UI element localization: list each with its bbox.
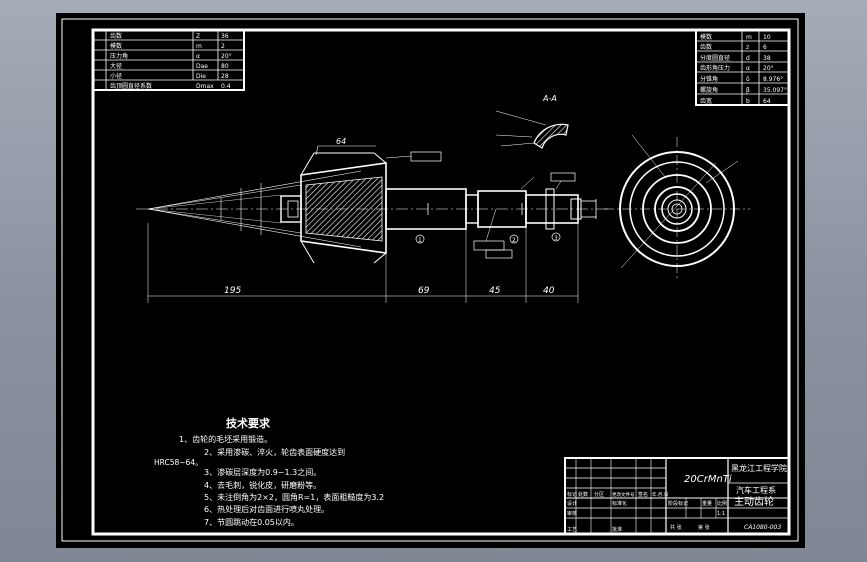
tech-req-item-6: 6、热处理后对齿面进行喷丸处理。 bbox=[204, 504, 329, 514]
balloon-3: 3 bbox=[551, 232, 561, 242]
dim-shaft-seg-2: 45 bbox=[489, 286, 501, 296]
shaft-section-3 bbox=[525, 194, 579, 224]
title-drawing-no: CA1080-003 bbox=[744, 524, 781, 531]
tb-scale-value: 1:1 bbox=[717, 511, 725, 517]
gear-param-val-0: 10 bbox=[763, 34, 771, 41]
mesh-param-name-5: 齿顶圆直径系数 bbox=[110, 82, 152, 90]
gear-param-name-4: 分锥角 bbox=[700, 75, 718, 83]
balloon-2-label: 2 bbox=[512, 237, 516, 244]
tb-label-standardize: 标准化 bbox=[612, 500, 627, 507]
tech-req-item-1: 2、采用渗碳、淬火，轮齿表面硬度达到 bbox=[204, 447, 345, 457]
gear-param-val-3: 20° bbox=[763, 65, 774, 72]
mesh-param-name-1: 模数 bbox=[110, 42, 122, 50]
outer-frame bbox=[61, 18, 799, 542]
gear-param-val-4: 8.976° bbox=[763, 76, 783, 83]
gear-param-name-1: 齿数 bbox=[700, 43, 712, 51]
gear-param-val-2: 38 bbox=[763, 55, 771, 62]
tb-label-audit: 审核 bbox=[567, 510, 577, 517]
balloon-1-label: 1 bbox=[418, 237, 422, 244]
balloon-3-label: 3 bbox=[554, 235, 558, 242]
tech-req-item-5: 5、未注倒角为2×2，圆角R=1，表面粗糙度为3.2 bbox=[204, 492, 384, 502]
title-material: 20CrMnTi bbox=[684, 474, 732, 485]
tb-label-change-doc: 更改文件号 bbox=[612, 491, 635, 498]
drawing-sheet: 齿数 Z 36 模数 m 2 压力角 α 20° 大径 Dae 80 小径 Di… bbox=[56, 13, 805, 548]
mesh-param-sym-3: Dae bbox=[196, 63, 208, 70]
gear-param-name-2: 分度圆直径 bbox=[700, 54, 730, 62]
tech-req-item-7: 7、节圆跳动在0.05以内。 bbox=[204, 517, 299, 527]
title-college: 汽车工程系 bbox=[736, 485, 776, 495]
tb-label-sheet-no: 第 张 bbox=[698, 524, 710, 531]
tech-req-item-2: HRC58~64。 bbox=[154, 458, 203, 467]
tb-label-scale: 比例 bbox=[717, 500, 727, 507]
gear-param-val-6: 64 bbox=[763, 98, 771, 105]
tb-label-mark: 标记 bbox=[567, 491, 577, 498]
gear-param-name-5: 螺旋角 bbox=[700, 86, 718, 94]
gear-param-name-0: 模数 bbox=[700, 33, 712, 41]
mesh-param-val-5: 0.4 bbox=[221, 83, 231, 90]
section-label: A-A bbox=[542, 94, 557, 103]
gear-param-sym-2: d bbox=[746, 55, 750, 62]
tb-label-count: 处数 bbox=[578, 491, 588, 498]
gear-param-sym-5: β bbox=[746, 87, 750, 94]
mesh-params-table: 齿数 Z 36 模数 m 2 压力角 α 20° 大径 Dae 80 小径 Di… bbox=[92, 29, 245, 91]
tb-label-sheet-total: 共 张 bbox=[670, 524, 682, 531]
mesh-param-val-0: 36 bbox=[221, 33, 229, 40]
gear-hatched-section bbox=[305, 176, 383, 242]
gear-param-name-3: 齿形角压力 bbox=[700, 64, 730, 72]
gear-params-table: 模数 m 10 齿数 z 6 分度圆直径 d 38 齿形角压力 α 20° 分锥… bbox=[695, 29, 790, 106]
mesh-param-sym-4: Die bbox=[196, 73, 206, 80]
gear-param-name-6: 齿宽 bbox=[700, 97, 712, 105]
title-school: 黑龙江工程学院 bbox=[731, 463, 787, 473]
tb-label-design: 设计 bbox=[567, 500, 577, 507]
mesh-param-val-4: 28 bbox=[221, 73, 229, 80]
gear-param-sym-4: δ bbox=[746, 76, 750, 83]
gear-param-val-5: 35.097° bbox=[763, 87, 787, 94]
tb-label-stage-mark: 阶段标记 bbox=[668, 500, 688, 507]
title-part-name: 主动齿轮 bbox=[734, 495, 774, 508]
tech-req-item-4: 4、去毛刺，锐化皮，研磨粉等。 bbox=[204, 480, 321, 490]
mesh-param-sym-2: α bbox=[196, 53, 200, 60]
cad-drawing-canvas: 齿数 Z 36 模数 m 2 压力角 α 20° 大径 Dae 80 小径 Di… bbox=[61, 18, 799, 542]
gear-param-sym-6: b bbox=[746, 98, 750, 105]
gear-param-sym-3: α bbox=[746, 65, 750, 72]
tech-req-item-3: 3、渗碳层深度为0.9~1.3之间。 bbox=[204, 467, 321, 477]
tb-label-date: 年.月.日 bbox=[652, 491, 668, 498]
tech-requirements: 技术要求 1、齿轮的毛坯采用锻造。 2、采用渗碳、淬火，轮齿表面硬度达到 HRC… bbox=[154, 416, 384, 527]
tech-req-title: 技术要求 bbox=[226, 416, 271, 430]
balloon-2: 2 bbox=[509, 234, 519, 244]
mesh-param-val-1: 2 bbox=[221, 43, 225, 50]
mesh-param-name-2: 压力角 bbox=[110, 52, 128, 60]
gear-param-val-1: 6 bbox=[763, 44, 767, 51]
mesh-param-name-4: 小径 bbox=[110, 72, 122, 80]
dim-cone-width: 64 bbox=[336, 137, 346, 146]
gear-shaft-side-view bbox=[136, 145, 611, 303]
dim-shaft-seg-1: 69 bbox=[418, 286, 430, 296]
mesh-param-sym-1: m bbox=[196, 43, 202, 50]
balloon-1: 1 bbox=[415, 234, 425, 244]
mesh-param-val-2: 20° bbox=[221, 53, 232, 60]
gear-end-view bbox=[604, 134, 750, 281]
mesh-param-name-0: 齿数 bbox=[110, 32, 122, 40]
tb-label-weight: 重量 bbox=[702, 500, 712, 507]
tb-label-signature: 签名 bbox=[638, 491, 648, 498]
tech-req-item-0: 1、齿轮的毛坯采用锻造。 bbox=[179, 434, 272, 444]
gear-param-sym-0: m bbox=[746, 34, 752, 41]
dim-overall-cone: 195 bbox=[224, 286, 241, 296]
inner-frame bbox=[91, 28, 791, 536]
gear-param-sym-1: z bbox=[746, 44, 749, 51]
tb-label-zone: 分区 bbox=[594, 491, 604, 498]
dim-shaft-seg-3: 40 bbox=[543, 286, 555, 296]
tb-label-approve: 批准 bbox=[612, 526, 622, 533]
mesh-param-val-3: 80 bbox=[221, 63, 229, 70]
tb-label-process: 工艺 bbox=[567, 527, 577, 533]
section-a-a-view: A-A bbox=[495, 94, 569, 149]
mesh-param-name-3: 大径 bbox=[110, 62, 122, 70]
mesh-param-sym-5: Dmax bbox=[196, 83, 214, 90]
title-block bbox=[564, 457, 790, 535]
mesh-param-sym-0: Z bbox=[196, 33, 200, 40]
